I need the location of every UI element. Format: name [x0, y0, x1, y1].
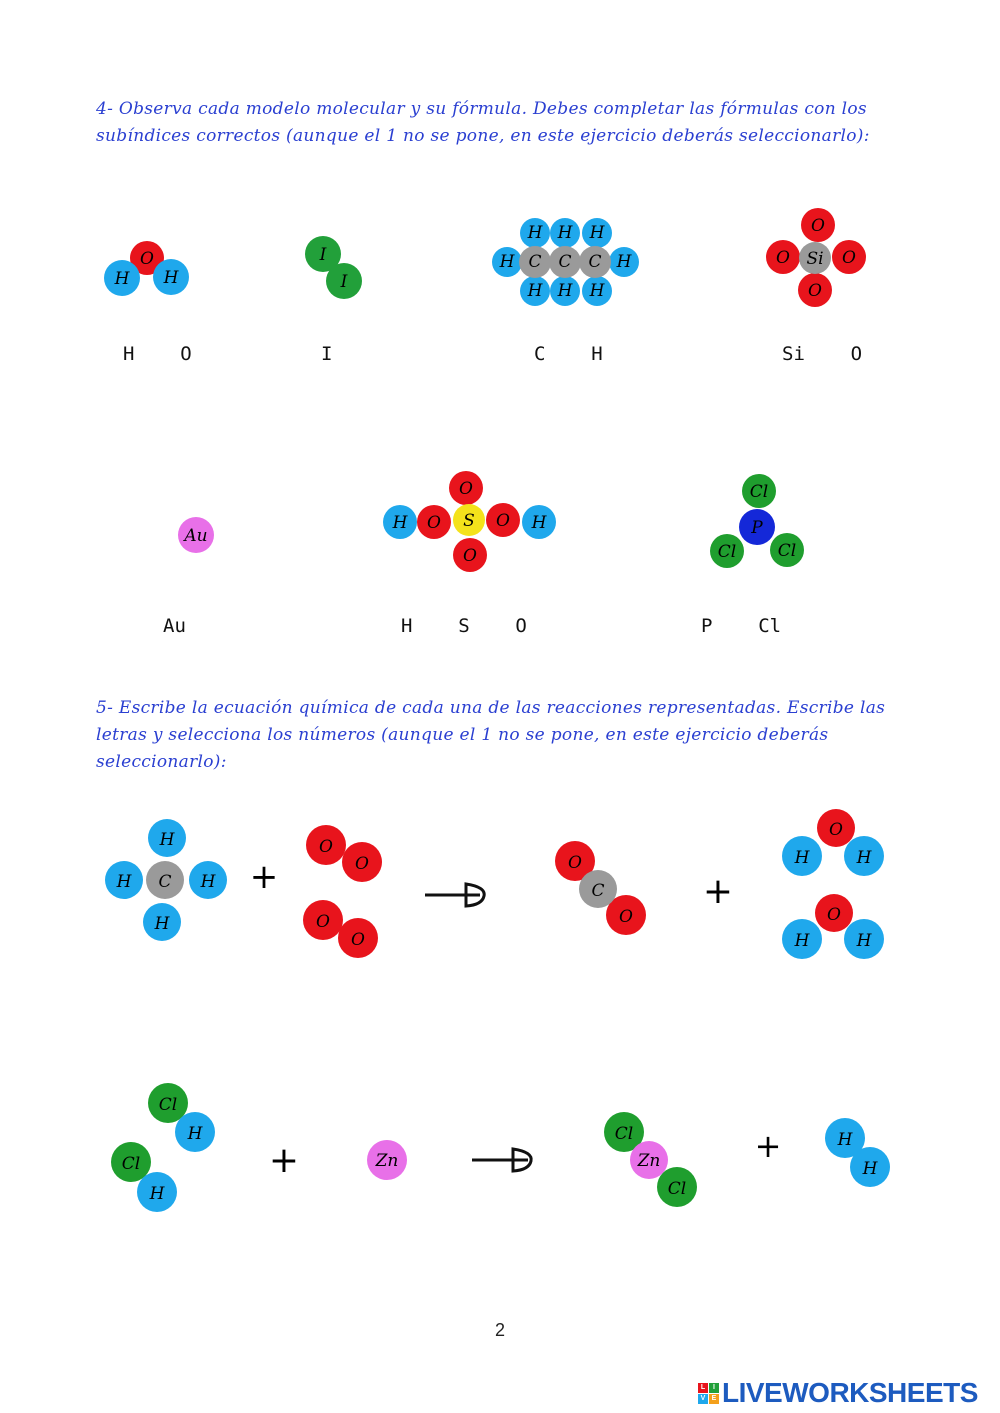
svg-text:H: H [589, 223, 606, 243]
svg-text:H: H [527, 281, 544, 301]
svg-text:Cl: Cl [750, 482, 768, 502]
oxygen-molecule-2: O O [303, 900, 378, 958]
svg-text:H: H [159, 830, 176, 850]
svg-text:O: O [140, 249, 154, 269]
svg-text:H: H [163, 268, 180, 288]
svg-text:H: H [557, 223, 574, 243]
iodine-molecule: I I [305, 236, 362, 299]
svg-text:H: H [392, 513, 409, 533]
svg-text:H: H [187, 1124, 204, 1144]
plus-sign: + [755, 1127, 782, 1165]
hydrochloric-acid-molecule-1: Cl H [148, 1083, 215, 1152]
svg-text:O: O [811, 216, 825, 236]
svg-text:O: O [496, 511, 510, 531]
svg-text:H: H [557, 281, 574, 301]
svg-text:Cl: Cl [159, 1095, 177, 1115]
svg-text:O: O [316, 912, 330, 932]
svg-text:Cl: Cl [718, 542, 736, 562]
zinc-chloride-molecule: Cl Cl Zn [604, 1112, 697, 1207]
page-number: 2 [494, 1320, 505, 1340]
svg-text:P: P [750, 518, 763, 538]
svg-text:I: I [319, 245, 327, 265]
zinc-atom: Zn [367, 1140, 407, 1180]
svg-text:Zn: Zn [637, 1151, 661, 1171]
reaction-arrow-1 [425, 882, 486, 908]
svg-text:O: O [829, 820, 843, 840]
svg-text:O: O [776, 248, 790, 268]
formula-iodine: I [321, 343, 333, 365]
svg-text:Zn: Zn [375, 1151, 399, 1171]
svg-text:H: H [149, 1184, 166, 1204]
plus-sign: + [250, 857, 279, 897]
water-molecule-product-1: O H H [782, 809, 884, 876]
svg-text:Cl: Cl [122, 1154, 140, 1174]
svg-text:H: H [499, 252, 516, 272]
svg-text:O: O [459, 479, 473, 499]
svg-text:I: I [340, 272, 348, 292]
svg-text:H: H [856, 931, 873, 951]
liveworksheets-logo: L I V E LIVEWORKSHEETS [698, 1377, 978, 1408]
svg-text:C: C [558, 252, 571, 272]
formula-water: H O [123, 343, 192, 365]
svg-text:H: H [837, 1130, 854, 1150]
formula-gold: Au [163, 615, 186, 637]
svg-text:O: O [842, 248, 856, 268]
formula-butane: C H [534, 343, 603, 365]
svg-text:Au: Au [182, 526, 207, 546]
svg-text:O: O [351, 930, 365, 950]
svg-text:O: O [827, 905, 841, 925]
svg-text:O: O [319, 837, 333, 857]
svg-text:Cl: Cl [778, 541, 796, 561]
methane-molecule: H H H H C [105, 819, 227, 941]
svg-text:H: H [531, 513, 548, 533]
svg-text:O: O [808, 281, 822, 301]
liveworksheets-badge-icon: L I V E [698, 1382, 719, 1404]
hydrochloric-acid-molecule-2: Cl H [111, 1142, 177, 1212]
svg-text:H: H [616, 252, 633, 272]
svg-text:H: H [862, 1159, 879, 1179]
svg-text:Cl: Cl [615, 1124, 633, 1144]
sulfuric-acid-molecule: O O O O H H S [383, 471, 556, 572]
svg-text:S: S [463, 511, 475, 531]
svg-text:O: O [619, 907, 633, 927]
exercise5-instructions: 5- Escribe la ecuación química de cada u… [96, 698, 886, 772]
oxygen-molecule-1: O O [306, 825, 382, 882]
butane-molecule: H H H H H H H H C C C [492, 218, 639, 306]
svg-text:H: H [154, 914, 171, 934]
carbon-dioxide-molecule: O O C [555, 841, 646, 935]
svg-text:H: H [116, 872, 133, 892]
svg-text:H: H [527, 223, 544, 243]
water-molecule: O H H [104, 241, 189, 296]
svg-text:H: H [200, 872, 217, 892]
formula-phosphorus-trichloride: P Cl [701, 615, 782, 637]
svg-text:C: C [591, 881, 604, 901]
svg-text:Cl: Cl [668, 1179, 686, 1199]
svg-text:H: H [589, 281, 606, 301]
exercise4-instructions: 4- Observa cada modelo molecular y su fó… [96, 99, 870, 146]
svg-text:H: H [114, 269, 131, 289]
plus-sign: + [703, 871, 733, 912]
hydrogen-molecule: H H [825, 1118, 890, 1187]
svg-text:H: H [794, 931, 811, 951]
svg-text:H: H [794, 848, 811, 868]
svg-text:O: O [427, 513, 441, 533]
formula-sulfuric-acid: H S O [401, 615, 527, 637]
water-molecule-product-2: O H H [782, 894, 884, 959]
reaction-arrow-2 [472, 1147, 533, 1173]
plus-sign: + [269, 1140, 299, 1181]
gold-atom: Au [178, 517, 214, 553]
svg-text:C: C [588, 252, 601, 272]
silicate-molecule: O O O O Si [766, 208, 866, 307]
svg-text:H: H [856, 848, 873, 868]
phosphorus-trichloride-molecule: Cl Cl Cl P [710, 474, 804, 568]
formula-silicate: Si O [782, 343, 863, 365]
svg-text:O: O [463, 546, 477, 566]
svg-text:O: O [568, 853, 582, 873]
svg-text:Si: Si [806, 249, 823, 269]
svg-text:C: C [528, 252, 541, 272]
liveworksheets-wordmark: LIVEWORKSHEETS [722, 1377, 978, 1408]
svg-text:C: C [158, 872, 171, 892]
svg-text:O: O [355, 854, 369, 874]
